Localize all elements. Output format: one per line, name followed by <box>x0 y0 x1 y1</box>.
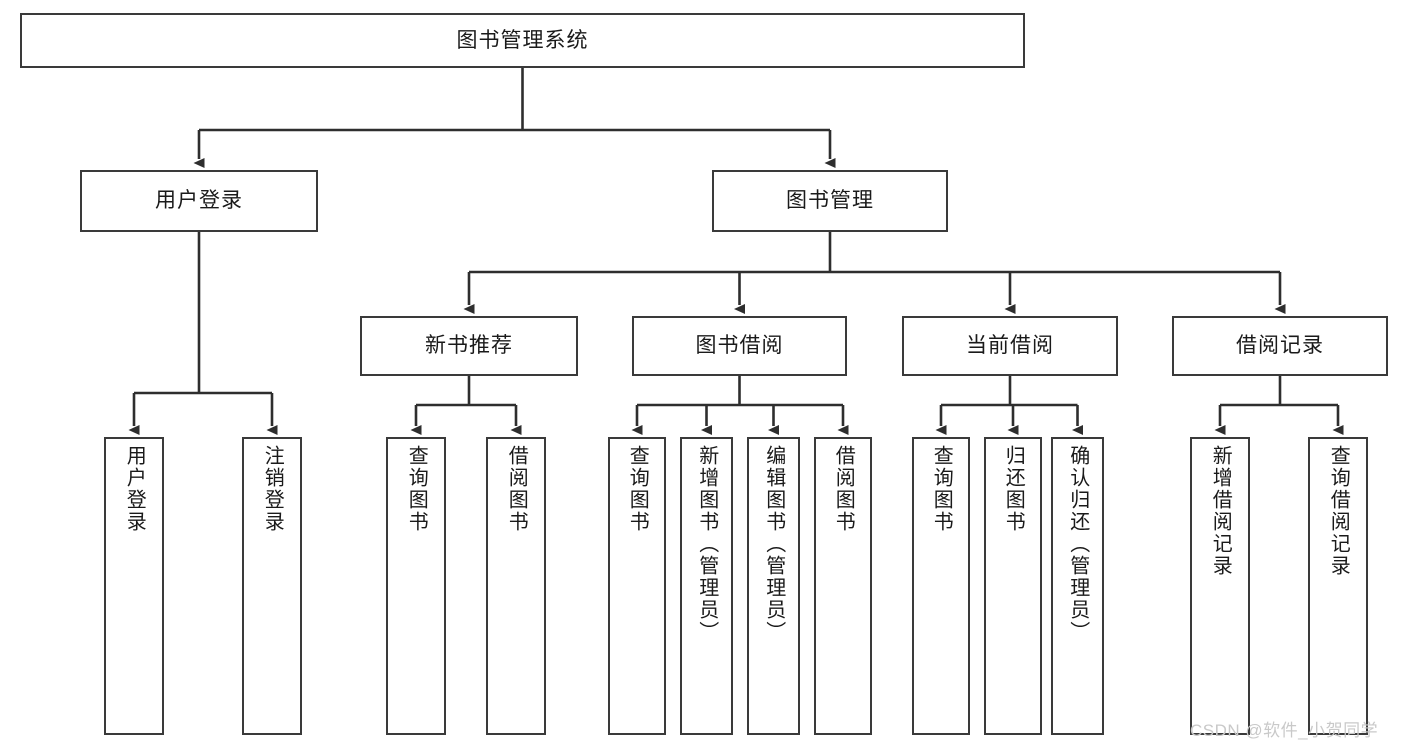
node-label: 借阅记录 <box>1236 334 1324 358</box>
node-new-book-recommendation[interactable]: 新书推荐 <box>360 316 578 376</box>
watermark: CSDN @软件_小贺同学 <box>1190 721 1379 740</box>
node-label: 图书借阅 <box>695 334 784 358</box>
leaf-borrow-books-recommend[interactable]: 借阅图书 <box>486 437 546 735</box>
node-label: 查询借阅记录 <box>1327 445 1350 577</box>
node-current-borrowing[interactable]: 当前借阅 <box>902 316 1118 376</box>
node-user-login[interactable]: 用户登录 <box>80 170 318 232</box>
node-label: 当前借阅 <box>966 334 1054 358</box>
leaf-borrow-books[interactable]: 借阅图书 <box>814 437 872 735</box>
node-label: 图书管理 <box>786 189 874 213</box>
leaf-user-login[interactable]: 用户登录 <box>104 437 164 735</box>
leaf-query-books-current[interactable]: 查询图书 <box>912 437 970 735</box>
node-label: 用户登录 <box>155 189 243 213</box>
node-book-management[interactable]: 图书管理 <box>712 170 948 232</box>
leaf-query-books-recommend[interactable]: 查询图书 <box>386 437 446 735</box>
node-label: 编辑图书（管理员） <box>762 445 785 643</box>
leaf-add-borrow-record[interactable]: 新增借阅记录 <box>1190 437 1250 735</box>
node-label: 图书管理系统 <box>456 28 589 52</box>
node-label: 借阅图书 <box>832 445 855 533</box>
node-label: 新书推荐 <box>425 334 513 358</box>
leaf-query-borrow-record[interactable]: 查询借阅记录 <box>1308 437 1368 735</box>
node-label: 新增图书（管理员） <box>695 445 718 643</box>
node-label: 确认归还（管理员） <box>1066 445 1089 643</box>
node-label: 查询图书 <box>626 445 649 533</box>
node-label: 注销登录 <box>261 445 284 533</box>
node-book-borrowing[interactable]: 图书借阅 <box>632 316 847 376</box>
node-label: 用户登录 <box>123 445 146 533</box>
leaf-add-book-admin[interactable]: 新增图书（管理员） <box>680 437 733 735</box>
leaf-query-books-borrow[interactable]: 查询图书 <box>608 437 666 735</box>
node-label: 查询图书 <box>405 445 428 533</box>
node-label: 查询图书 <box>930 445 953 533</box>
leaf-logout[interactable]: 注销登录 <box>242 437 302 735</box>
leaf-confirm-return-admin[interactable]: 确认归还（管理员） <box>1051 437 1104 735</box>
leaf-return-books[interactable]: 归还图书 <box>984 437 1042 735</box>
node-root-book-management-system[interactable]: 图书管理系统 <box>20 13 1025 68</box>
node-label: 归还图书 <box>1002 445 1025 533</box>
node-borrowing-records[interactable]: 借阅记录 <box>1172 316 1388 376</box>
node-label: 借阅图书 <box>505 445 528 533</box>
leaf-edit-book-admin[interactable]: 编辑图书（管理员） <box>747 437 800 735</box>
node-label: 新增借阅记录 <box>1209 445 1232 577</box>
